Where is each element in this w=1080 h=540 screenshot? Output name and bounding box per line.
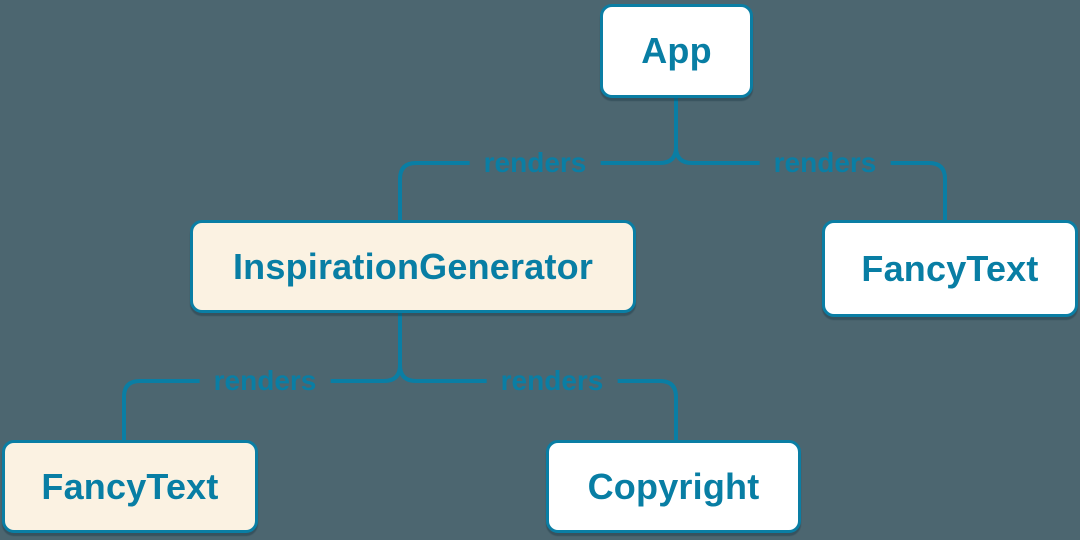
node-inspiration-generator: InspirationGenerator [190, 220, 636, 313]
node-fancy-text-right: FancyText [822, 220, 1078, 317]
edge-label-renders-inspirationgenerator-copyright: renders [486, 363, 618, 399]
edge-label-renders-app-inspirationgenerator: renders [469, 145, 601, 181]
node-copyright: Copyright [546, 440, 801, 533]
node-app-label: App [641, 30, 712, 71]
node-inspiration-generator-label: InspirationGenerator [232, 245, 594, 287]
node-fancy-text-left-label: FancyText [41, 465, 219, 507]
node-fancy-text-right-label: FancyText [861, 247, 1039, 289]
edge-label-renders-inspirationgenerator-fancytext: renders [199, 363, 331, 399]
node-copyright-label: Copyright [587, 465, 760, 507]
node-fancy-text-left: FancyText [2, 440, 258, 533]
node-app: App [600, 4, 753, 98]
edge-label-renders-app-fancytext: renders [759, 145, 891, 181]
